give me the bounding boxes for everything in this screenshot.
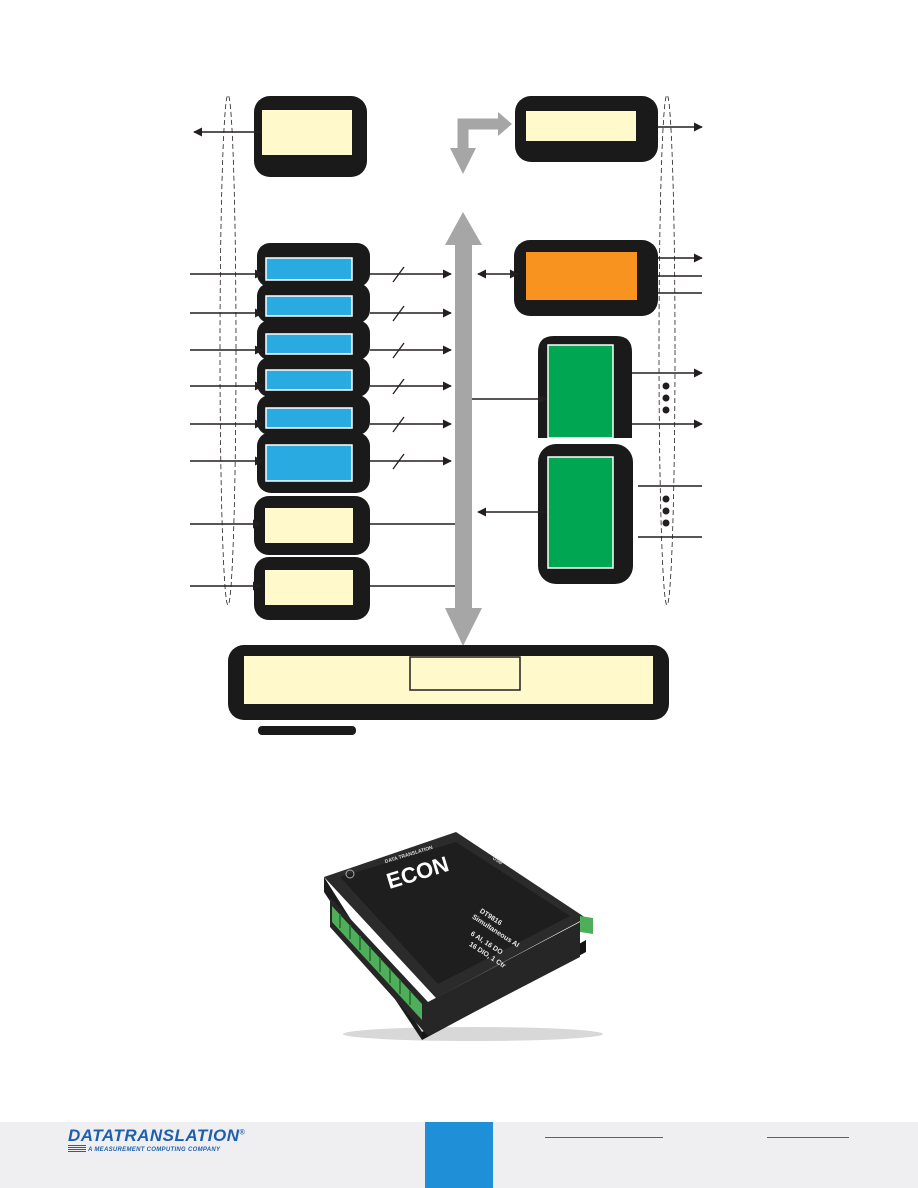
footer-link-underline-1[interactable] — [545, 1137, 663, 1138]
block-diagram — [190, 94, 703, 735]
footer-logo-text: DATATRANSLATION — [68, 1126, 240, 1145]
main-data-bus — [445, 212, 482, 646]
right-connector-ellipse — [658, 94, 676, 606]
footer-logo-stripes — [68, 1145, 86, 1153]
left-input-block-2 — [190, 557, 455, 620]
footer-logo-reg: ® — [239, 1129, 246, 1137]
footer-link-underline-2[interactable] — [767, 1137, 849, 1138]
top-left-block — [193, 96, 367, 177]
footer-page-tab — [425, 1122, 493, 1188]
device-illustration — [324, 832, 603, 1041]
elbow-bus-arrow — [450, 112, 512, 174]
counter-timer-block — [477, 240, 703, 316]
bottom-controller-block — [228, 645, 669, 735]
adc-channel-2 — [190, 283, 452, 323]
footer-logo-tagline: A MEASUREMENT COMPUTING COMPANY — [88, 1147, 221, 1153]
footer-logo[interactable]: DATATRANSLATION® — [68, 1126, 245, 1146]
page-footer: DATATRANSLATION® A MEASUREMENT COMPUTING… — [0, 1122, 918, 1188]
adc-channel-1 — [190, 243, 452, 287]
digital-input-block — [477, 444, 702, 584]
adc-channel-3 — [190, 320, 452, 360]
adc-channel-5 — [190, 395, 452, 435]
left-input-block-1 — [190, 496, 455, 555]
digital-output-block — [472, 336, 703, 439]
device-photo: DATA TRANSLATION ECON USB DT9816 Simulta… — [318, 822, 608, 1044]
adc-channel-6 — [190, 432, 452, 493]
adc-channel-4 — [190, 357, 452, 397]
top-right-block — [515, 96, 703, 162]
